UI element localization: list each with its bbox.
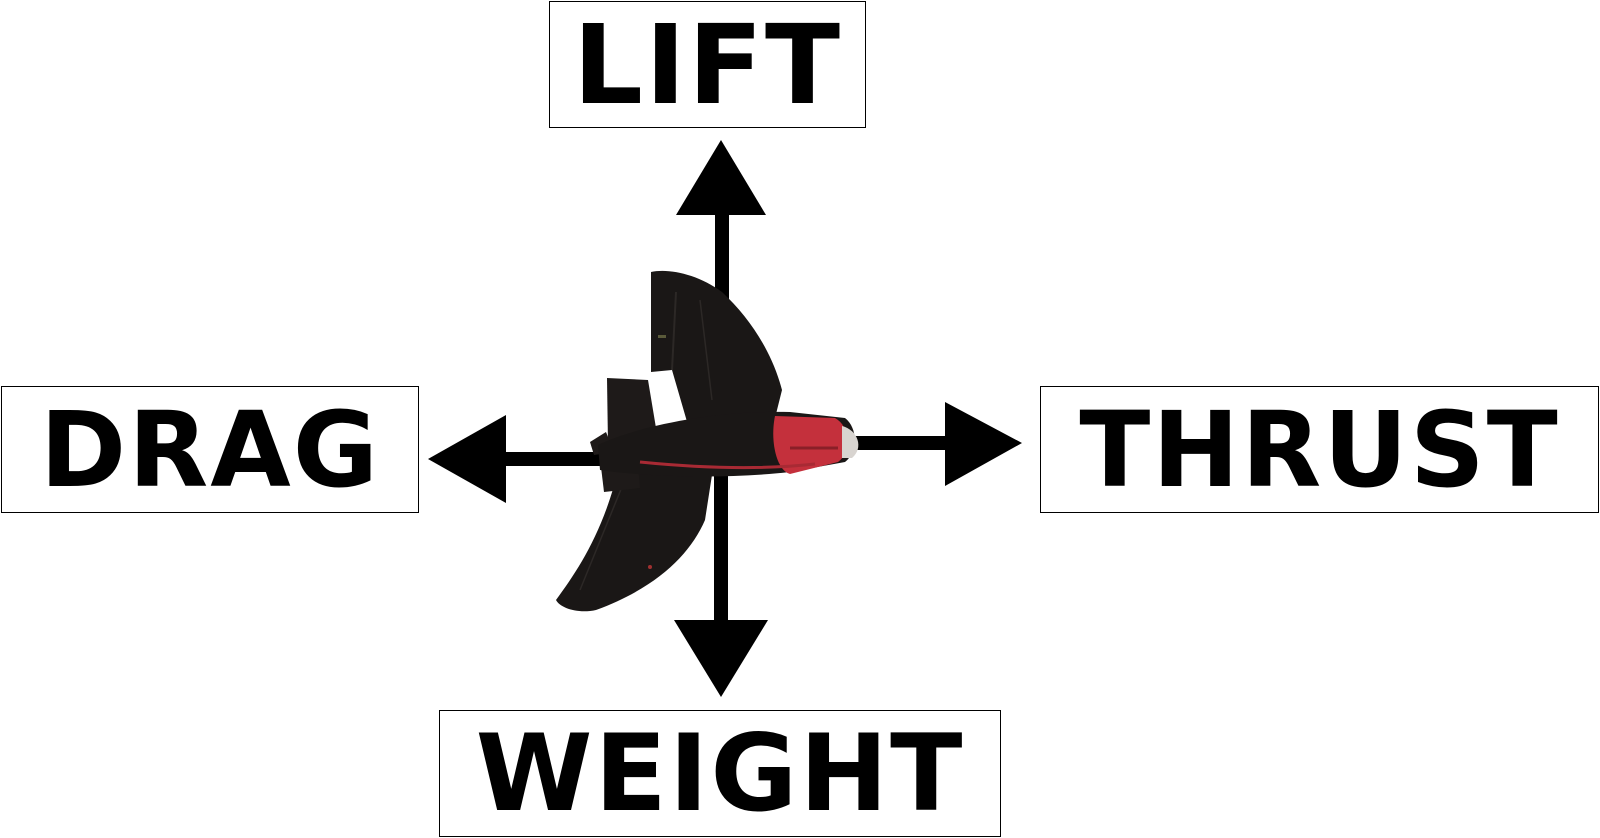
weight-arrow [674, 440, 768, 697]
weight-label: WEIGHT [439, 710, 1001, 837]
lift-label: LIFT [549, 1, 866, 128]
thrust-label: THRUST [1040, 386, 1599, 513]
drag-label: DRAG [1, 386, 419, 513]
flying-wing-plane-icon [556, 270, 859, 612]
thrust-arrow [830, 402, 1022, 486]
